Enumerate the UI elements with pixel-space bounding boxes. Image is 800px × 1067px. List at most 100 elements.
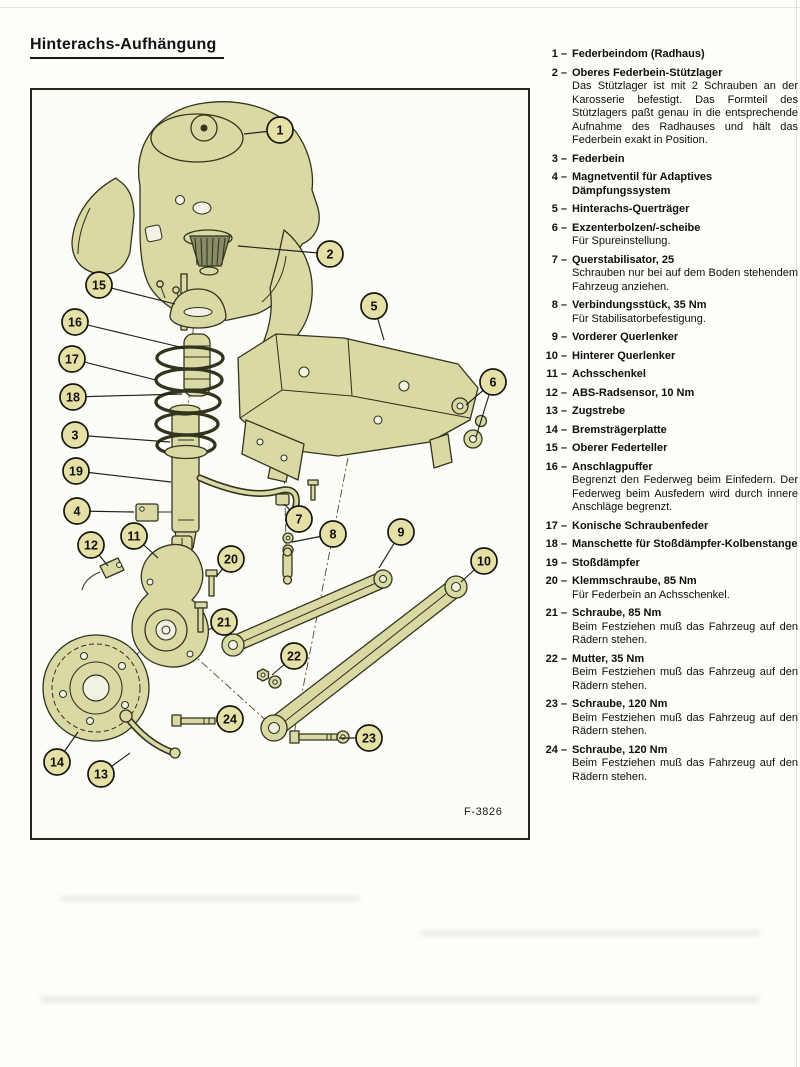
svg-text:9: 9 (398, 526, 405, 540)
legend-item-number: 19 – (545, 556, 567, 569)
legend-item-description: Schrauben nur bei auf dem Boden stehende… (572, 267, 798, 293)
svg-text:17: 17 (65, 353, 79, 367)
legend-item-number: 18 – (545, 538, 567, 550)
legend-item-name: Magnetventil für Adaptives Dämpfungssyst… (572, 171, 713, 197)
legend-item-name: Querstabilisator, 25 (572, 253, 675, 266)
legend-item-number: 21 – (545, 607, 567, 619)
svg-text:10: 10 (477, 555, 491, 569)
shock-strut-part (169, 404, 201, 549)
callout-4: 4 (63, 497, 135, 525)
callout-10: 10 (460, 547, 498, 583)
svg-text:8: 8 (330, 528, 337, 542)
legend-item: 11 – Achsschenkel (540, 368, 798, 382)
legend-item-description: Für Federbein an Achsschenkel. (572, 588, 730, 601)
svg-text:15: 15 (92, 279, 106, 293)
legend-item-name: Mutter, 35 Nm (572, 652, 645, 665)
callout-16: 16 (61, 308, 185, 349)
legend-item-number: 22 – (545, 652, 567, 665)
legend-item-number: 20 – (545, 575, 567, 587)
svg-text:16: 16 (68, 316, 82, 330)
legend-item-name: Klemmschraube, 85 Nm (572, 575, 697, 587)
svg-text:2: 2 (327, 248, 334, 262)
legend-item-number: 4 – (551, 171, 567, 183)
svg-text:3: 3 (72, 429, 79, 443)
svg-text:18: 18 (66, 391, 80, 405)
svg-text:12: 12 (84, 539, 98, 553)
legend-item-number: 11 – (546, 368, 567, 380)
legend-item-number: 7 – (551, 253, 567, 266)
svg-text:7: 7 (296, 513, 303, 527)
legend-item: 12 – ABS-Radsensor, 10 Nm (540, 387, 798, 401)
control-arm-front-part (221, 569, 393, 657)
scan-edge-right (796, 0, 797, 1067)
legend-item-name: Federbeindom (Radhaus) (572, 48, 705, 60)
legend-item-description: Begrenzt den Federweg beim Einfedern. De… (572, 474, 798, 513)
legend-item-name: Bremsträgerplatte (572, 423, 667, 436)
legend-item-name: Vorderer Querlenker (572, 331, 679, 343)
legend-item-name: Konische Schraubenfeder (572, 519, 709, 532)
svg-text:24: 24 (223, 713, 237, 727)
legend-item-number: 14 – (545, 423, 567, 436)
legend-item-number: 6 – (551, 221, 567, 234)
svg-text:22: 22 (287, 650, 301, 664)
legend-item-name: Hinterer Querlenker (572, 349, 676, 362)
legend-item-name: Schraube, 120 Nm (572, 743, 668, 756)
svg-text:11: 11 (127, 530, 140, 544)
legend-item: 1 – Federbeindom (Radhaus) (540, 48, 798, 62)
fastener-bolts-part (171, 569, 350, 744)
legend-item: 14 – Bremsträgerplatte (540, 424, 798, 438)
callout-7: 7 (283, 503, 313, 533)
legend-item: 10 –Hinterer Querlenker (540, 350, 798, 364)
legend-item-name: Exzenterbolzen/-scheibe (572, 221, 701, 234)
svg-text:4: 4 (74, 505, 81, 519)
subframe-part (237, 333, 479, 483)
svg-text:5: 5 (371, 300, 378, 314)
legend-item-description: Beim Festziehen muß das Fahrzeug auf den… (572, 666, 798, 692)
legend-item-name: Schraube, 120 Nm (572, 698, 668, 710)
callout-3: 3 (61, 421, 171, 449)
page-title: Hinterachs-Aufhängung (30, 36, 225, 59)
callout-14: 14 (43, 731, 79, 776)
callout-17: 17 (58, 345, 157, 381)
legend-item-number: 5 – (551, 203, 567, 215)
legend-item-number: 1 – (551, 48, 567, 60)
callout-22: 22 (271, 642, 308, 676)
legend-item-name: ABS-Radsensor, 10 Nm (572, 386, 695, 399)
callout-12: 12 (77, 531, 109, 567)
legend-item-description: Beim Festziehen muß das Fahrzeug auf den… (572, 757, 798, 783)
svg-text:6: 6 (490, 376, 497, 390)
callout-23: 23 (339, 724, 383, 752)
legend-item: 5 – Hinterachs-Querträger (540, 203, 798, 217)
adaptive-valve-part (135, 503, 172, 522)
legend-item-number: 8 – (551, 299, 567, 311)
svg-text:19: 19 (69, 465, 83, 479)
legend-item-name: Verbindungsstück, 35 Nm (572, 299, 707, 311)
legend-item-description: Für Spureinstellung. (572, 235, 671, 247)
legend-item-number: 12 – (545, 386, 567, 399)
callout-9: 9 (378, 518, 415, 569)
stabilizer-link-part (282, 479, 319, 585)
callout-2: 2 (237, 240, 344, 268)
legend-item-name: Manschette für Stoßdämpfer-Kolbenstange (572, 538, 798, 550)
callout-13: 13 (87, 752, 131, 788)
callout-5: 5 (360, 292, 388, 341)
scan-edge-top (0, 7, 800, 8)
legend-item-name: Zugstrebe (572, 405, 626, 417)
legend-item-description: Beim Festziehen muß das Fahrzeug auf den… (572, 620, 798, 647)
legend-item-number: 13 – (545, 405, 567, 417)
bump-stop-boot-part (183, 333, 211, 397)
svg-text:13: 13 (94, 768, 108, 782)
legend-item-name: Hinterachs-Querträger (572, 203, 690, 215)
legend-item: 4 – Magnetventil für Adaptives Dämpfungss… (540, 171, 798, 198)
legend-item-name: Achsschenkel (572, 368, 646, 380)
callout-15: 15 (85, 271, 176, 305)
legend-item: 19 –Stoßdämpfer (540, 557, 798, 571)
legend-item: 3 –Federbein (540, 153, 798, 167)
